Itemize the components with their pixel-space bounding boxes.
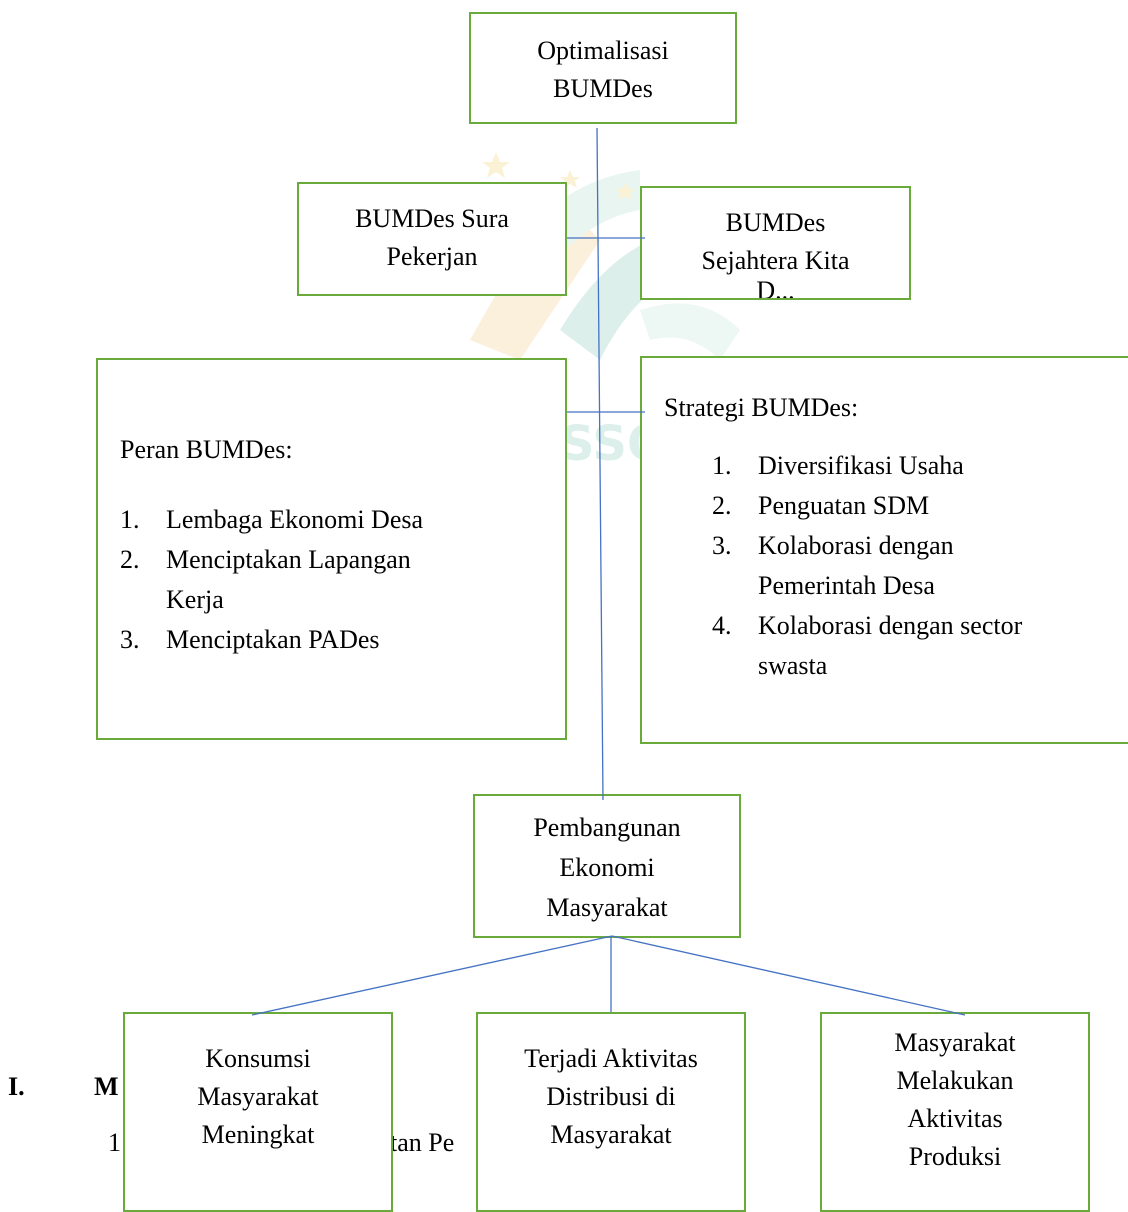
bumdes-sejahtera-box: BUMDes Sejahtera Kita D... [640, 186, 911, 300]
strategi-list: 1. Diversifikasi Usaha 2. Penguatan SDM 3. Ko… [664, 446, 1124, 686]
strategi-item-text: Kolaborasi dengan [758, 531, 954, 560]
behind-sub-num: 1 [108, 1128, 121, 1157]
strategi-item: 4. Kolaborasi dengan sector swasta [712, 606, 1124, 686]
produksi-line4: Produksi [908, 1142, 1002, 1171]
strategi-item-text: Penguatan SDM [758, 491, 930, 520]
produksi-line2: Melakukan [896, 1066, 1014, 1095]
konsumsi-line1: Konsumsi [205, 1044, 311, 1073]
strategi-item-number: 4. [712, 611, 732, 640]
strategi-item-text: Diversifikasi Usaha [758, 451, 964, 480]
strategi-item: 2. Penguatan SDM [712, 486, 1124, 526]
bumdes-sura-box: BUMDes Sura Pekerjan [297, 182, 567, 296]
bumdes-sura-line1: BUMDes Sura [355, 204, 509, 233]
bumdes-sejahtera-line3: D... [756, 276, 795, 300]
behind-sub-text: tan Pe [390, 1128, 455, 1157]
pembangunan-line1: Pembangunan [533, 813, 681, 842]
pembangunan-box: Pembangunan Ekonomi Masyarakat [473, 794, 741, 938]
strategi-item-number: 2. [712, 491, 732, 520]
bumdes-sejahtera-line1: BUMDes [725, 208, 826, 237]
distribusi-line3: Masyarakat [550, 1120, 672, 1149]
produksi-line1: Masyarakat [894, 1028, 1016, 1057]
peran-list: 1. Lembaga Ekonomi Desa 2. Menciptakan Lapa… [120, 500, 555, 660]
optimalisasi-box: Optimalisasi BUMDes [469, 12, 737, 124]
distribusi-box: Terjadi Aktivitas Distribusi di Masyarak… [476, 1012, 746, 1212]
peran-item-text: Menciptakan Lapangan [166, 545, 411, 574]
konsumsi-box: Konsumsi Masyarakat Meningkat [123, 1012, 393, 1212]
pembangunan-line2: Ekonomi [559, 853, 655, 882]
konsumsi-line3: Meningkat [201, 1120, 315, 1149]
strategi-item-text: swasta [758, 651, 828, 680]
distribusi-line1: Terjadi Aktivitas [524, 1044, 698, 1073]
behind-heading-num: I. [8, 1072, 25, 1101]
peran-item-number: 1. [120, 505, 140, 534]
peran-item-text: Lembaga Ekonomi Desa [166, 505, 424, 534]
peran-item: 3. Menciptakan PADes [120, 620, 555, 660]
optimalisasi-line1: Optimalisasi [537, 36, 669, 65]
pembangunan-line3: Masyarakat [546, 893, 668, 922]
peran-item-text: Kerja [166, 585, 224, 614]
peran-item-number: 3. [120, 625, 140, 654]
strategi-title: Strategi BUMDes: [664, 393, 859, 422]
optimalisasi-line2: BUMDes [553, 74, 653, 103]
strategi-item-number: 3. [712, 531, 732, 560]
bumdes-sura-line2: Pekerjan [386, 242, 478, 271]
produksi-line3: Aktivitas [907, 1104, 1003, 1133]
peran-item-text: Menciptakan PADes [166, 625, 380, 654]
peran-bumdes-box: Peran BUMDes: 1. Lembaga Ekonomi Desa 2. Me… [96, 358, 567, 740]
strategi-item-number: 1. [712, 451, 732, 480]
strategi-item: 1. Diversifikasi Usaha [712, 446, 1124, 486]
strategi-item-text: Kolaborasi dengan sector [758, 611, 1023, 640]
behind-heading-text: M [94, 1072, 119, 1101]
strategi-item-text: Pemerintah Desa [758, 571, 935, 600]
strategi-bumdes-box: Strategi BUMDes: 1. Diversifikasi Usaha 2.… [640, 356, 1128, 744]
peran-item: 1. Lembaga Ekonomi Desa [120, 500, 555, 540]
distribusi-line2: Distribusi di [546, 1082, 676, 1111]
peran-item-number: 2. [120, 545, 140, 574]
konsumsi-line2: Masyarakat [197, 1082, 319, 1111]
bumdes-sejahtera-line2: Sejahtera Kita [701, 246, 850, 275]
produksi-box: Masyarakat Melakukan Aktivitas Produksi [820, 1012, 1090, 1212]
peran-title: Peran BUMDes: [120, 435, 293, 464]
